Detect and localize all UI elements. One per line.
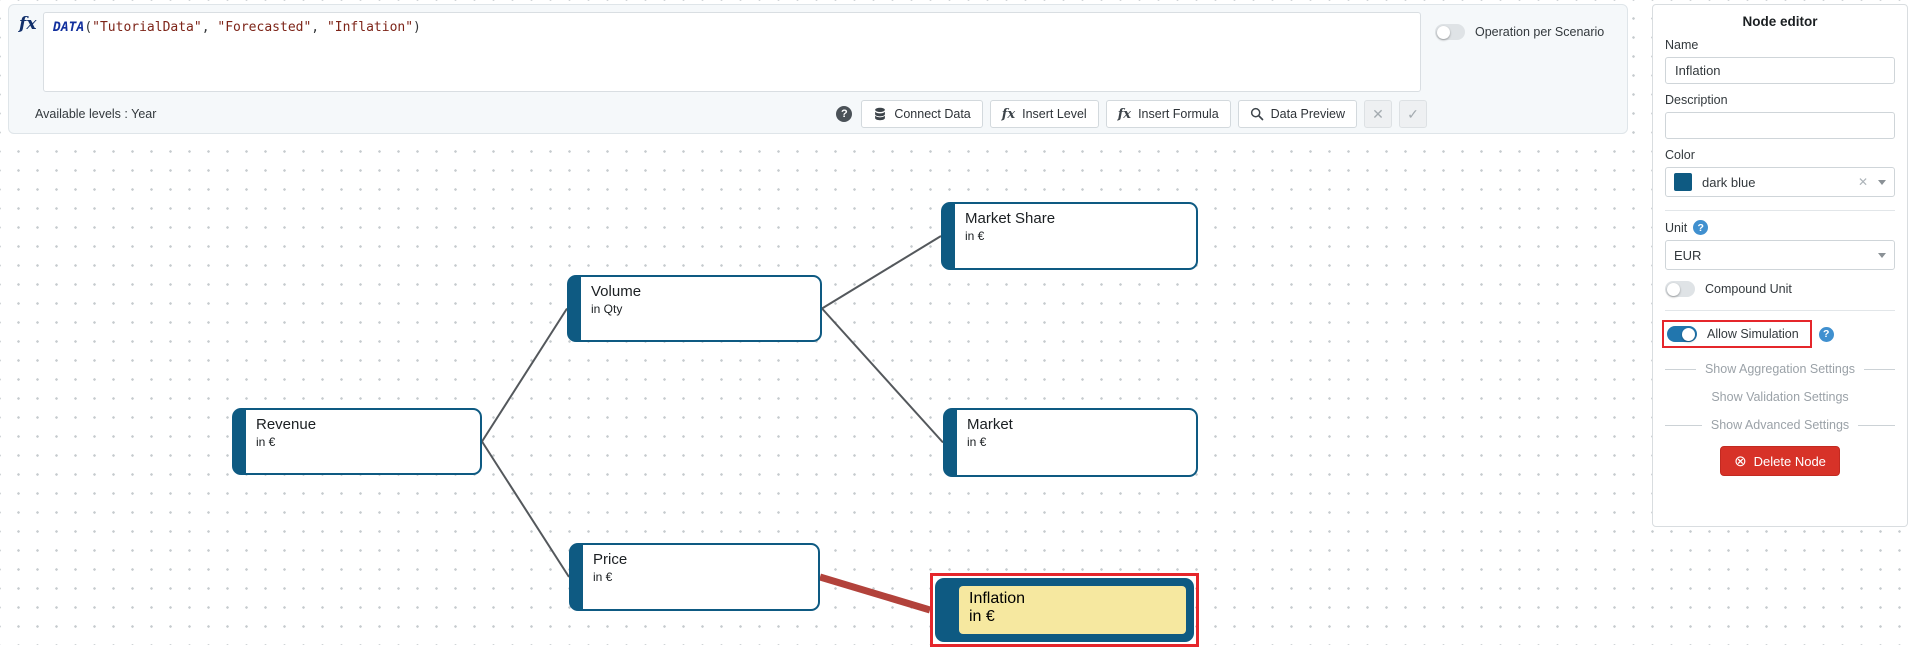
question-circle-icon: ? [836, 106, 852, 122]
operation-per-scenario-label: Operation per Scenario [1475, 25, 1604, 39]
edge-volume-market-share[interactable] [822, 236, 941, 309]
compound-unit-label: Compound Unit [1705, 282, 1792, 296]
unit-help-icon[interactable]: ? [1693, 220, 1708, 235]
help-button[interactable]: ? [834, 100, 854, 128]
available-levels-label: Available levels : Year [35, 107, 156, 121]
edge-volume-market[interactable] [822, 309, 943, 443]
allow-simulation-highlight: Allow Simulation [1662, 320, 1812, 348]
data-preview-label: Data Preview [1271, 107, 1345, 121]
show-aggregation-settings-link[interactable]: Show Aggregation Settings [1665, 362, 1895, 376]
node-title: Price [593, 551, 808, 570]
connect-data-button[interactable]: Connect Data [861, 100, 982, 128]
circle-x-icon: ⊗ [1734, 454, 1747, 469]
color-label: Color [1665, 148, 1895, 162]
node-subtitle: in € [967, 435, 1186, 449]
unit-select[interactable]: EUR [1665, 240, 1895, 270]
node-subtitle: in € [969, 608, 1176, 626]
x-icon: ✕ [1372, 106, 1384, 123]
insert-formula-label: Insert Formula [1138, 107, 1219, 121]
node-title: Market Share [965, 210, 1186, 229]
edge-revenue-volume[interactable] [482, 309, 567, 442]
database-icon [873, 107, 887, 121]
fx-icon: fx [1002, 107, 1015, 122]
fx-icon: fx [19, 12, 43, 34]
node-title: Volume [591, 283, 810, 302]
data-preview-button[interactable]: Data Preview [1238, 100, 1357, 128]
formula-text: DATA("TutorialData", "Forecasted", "Infl… [53, 20, 421, 35]
node-subtitle: in € [593, 570, 808, 584]
show-advanced-settings-link[interactable]: Show Advanced Settings [1665, 418, 1895, 432]
unit-label: Unit [1665, 221, 1687, 235]
node-title: Revenue [256, 416, 470, 435]
fx-icon: fx [1118, 107, 1131, 122]
compound-unit-toggle[interactable] [1665, 281, 1695, 297]
edge-price-inflation[interactable] [820, 577, 930, 610]
clear-color-icon[interactable]: ✕ [1858, 175, 1868, 189]
divider [1665, 210, 1895, 211]
confirm-button[interactable]: ✓ [1399, 100, 1427, 128]
check-icon: ✓ [1407, 106, 1419, 123]
color-select[interactable]: dark blue ✕ [1665, 167, 1895, 197]
connect-data-label: Connect Data [894, 107, 970, 121]
formula-panel: fx DATA("TutorialData", "Forecasted", "I… [8, 4, 1628, 134]
node-subtitle: in € [965, 229, 1186, 243]
chevron-down-icon [1878, 180, 1886, 185]
cancel-button[interactable]: ✕ [1364, 100, 1392, 128]
delete-node-label: Delete Node [1754, 454, 1826, 469]
unit-value: EUR [1674, 248, 1868, 263]
allow-simulation-label: Allow Simulation [1707, 327, 1799, 341]
color-value: dark blue [1702, 175, 1848, 190]
chevron-down-icon [1878, 253, 1886, 258]
node-subtitle: in Qty [591, 302, 810, 316]
description-input[interactable] [1665, 112, 1895, 139]
edge-revenue-price[interactable] [482, 442, 569, 578]
color-swatch [1674, 173, 1692, 191]
allow-simulation-toggle[interactable] [1667, 326, 1697, 342]
magnifier-icon [1250, 107, 1264, 121]
operation-per-scenario-toggle[interactable] [1435, 24, 1465, 40]
description-label: Description [1665, 93, 1895, 107]
show-validation-settings-link[interactable]: Show Validation Settings [1665, 390, 1895, 404]
insert-level-button[interactable]: fx Insert Level [990, 100, 1099, 128]
insert-level-label: Insert Level [1022, 107, 1087, 121]
node-subtitle: in € [256, 435, 470, 449]
name-label: Name [1665, 38, 1895, 52]
name-input[interactable] [1665, 57, 1895, 84]
allow-simulation-help-icon[interactable]: ? [1819, 327, 1834, 342]
node-editor-panel: Node editor Name Description Color dark … [1652, 4, 1908, 527]
panel-title: Node editor [1665, 14, 1895, 29]
divider [1665, 310, 1895, 311]
delete-node-button[interactable]: ⊗ Delete Node [1720, 446, 1840, 476]
formula-input[interactable]: DATA("TutorialData", "Forecasted", "Infl… [43, 12, 1421, 92]
node-title: Market [967, 416, 1186, 435]
node-title: Inflation [969, 590, 1176, 608]
insert-formula-button[interactable]: fx Insert Formula [1106, 100, 1231, 128]
